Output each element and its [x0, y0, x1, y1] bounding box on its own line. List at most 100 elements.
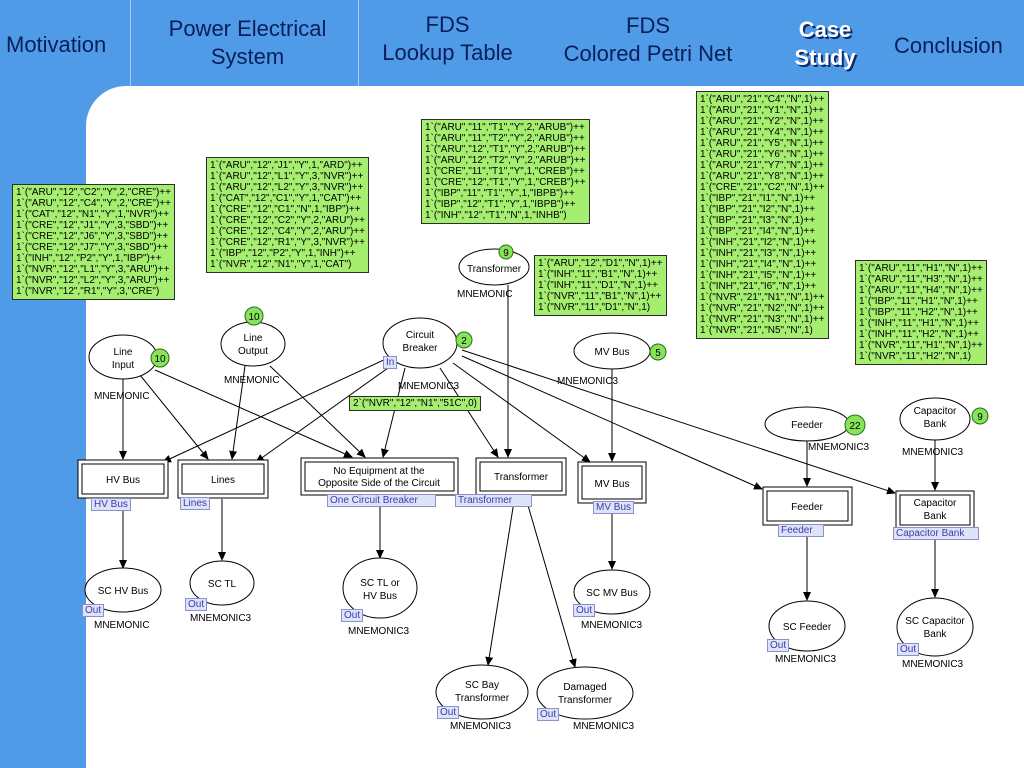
subpage-tag-mv-bus[interactable]: MV Bus: [593, 501, 635, 514]
top-navigation: Motivation Power Electrical System FDS L…: [0, 0, 1024, 88]
place-sc-capacitor-bank[interactable]: [896, 597, 974, 657]
port-tag-out: Out: [82, 604, 105, 617]
place-label: SC TL: [208, 579, 237, 590]
token-badge: [150, 348, 170, 368]
nav-fds-colored-petri-net[interactable]: FDS Colored Petri Net: [548, 12, 748, 68]
transition-transformer-inner: [479, 461, 563, 492]
place-sc-tl[interactable]: [189, 560, 255, 606]
place-sc-hv-bus[interactable]: [84, 567, 162, 613]
mnemonic-label: MNEMONIC: [94, 620, 150, 631]
nav-label-line2: Lookup Table: [382, 40, 513, 65]
token-count: 2: [461, 336, 467, 347]
nav-label-line2: Study: [794, 45, 856, 70]
port-tag-in: In: [383, 356, 398, 369]
nav-conclusion[interactable]: Conclusion: [894, 33, 1003, 58]
transition-label: Capacitor: [914, 498, 957, 509]
nav-motivation[interactable]: Motivation: [6, 32, 107, 57]
transition-lines-inner: [181, 463, 265, 495]
mv-bus-marking: 1`("ARU","12","D1","N",1)++ 1`("INH","11…: [534, 255, 667, 316]
place-transformer[interactable]: [458, 248, 530, 286]
token-badge: [498, 244, 514, 260]
place-label: Circuit: [406, 330, 435, 341]
place-sc-tl-hv-bus[interactable]: [342, 557, 418, 619]
port-tag-out: Out: [897, 643, 920, 656]
arc-inscription: 2`("NVR","12","N1","51C",0): [349, 396, 481, 411]
arc: [229, 365, 246, 460]
mnemonic-label: MNEMONIC3: [398, 381, 460, 392]
place-capacitor-bank[interactable]: [899, 397, 971, 441]
subpage-tag-feeder[interactable]: Feeder: [778, 524, 824, 537]
token-badge: [844, 414, 866, 436]
port-tag-out: Out: [767, 639, 790, 652]
nav-case-study[interactable]: Case Study: [780, 16, 870, 72]
mnemonic-label: MNEMONIC: [224, 375, 280, 386]
transition-label: MV Bus: [594, 479, 629, 490]
subpage-tag-hv-bus[interactable]: HV Bus: [91, 498, 131, 511]
mnemonic-label: MNEMONIC3: [450, 721, 512, 732]
mnemonic-label: MNEMONIC3: [775, 654, 837, 665]
transition-capacitor-bank-inner: [899, 494, 971, 526]
mnemonic-label: MNEMONIC3: [581, 620, 643, 631]
subpage-tag-transformer[interactable]: Transformer: [455, 494, 532, 507]
place-label: SC Capacitor: [905, 616, 965, 627]
place-label: Line: [114, 347, 133, 358]
transition-label: No Equipment at the: [333, 466, 425, 477]
arc: [381, 367, 406, 458]
place-label: SC MV Bus: [586, 588, 638, 599]
place-label: SC Bay: [465, 680, 499, 691]
token-counts: 10 10 2 9 5 22 9: [154, 248, 983, 432]
arc: [139, 374, 209, 460]
feeder-marking: 1`("ARU","21","C4","N",1)++ 1`("ARU","21…: [696, 91, 829, 339]
subpage-tag-capacitor-bank[interactable]: Capacitor Bank: [893, 527, 979, 540]
transition-feeder-inner: [766, 490, 849, 522]
token-count: 22: [849, 421, 861, 432]
subpage-tag-lines[interactable]: Lines: [180, 497, 210, 510]
nav-divider: [358, 0, 359, 86]
nav-label-line2: Colored Petri Net: [563, 41, 733, 66]
nav-divider: [130, 0, 131, 86]
nav-fds-lookup-table[interactable]: FDS Lookup Table: [370, 11, 525, 67]
line-input-marking: 1`("ARU","12","C2","Y",2,"CRE")++ 1`("AR…: [12, 184, 175, 300]
transition-shapes: [77, 457, 975, 530]
nav-power-electrical-system[interactable]: Power Electrical System: [155, 15, 340, 71]
place-sc-feeder[interactable]: [768, 600, 846, 652]
mnemonic-label: MNEMONIC3: [190, 613, 252, 624]
place-damaged-transformer[interactable]: [536, 666, 634, 720]
arc: [269, 365, 366, 458]
place-label: Output: [238, 346, 268, 357]
port-tag-out: Out: [185, 598, 208, 611]
port-tag-out: Out: [537, 708, 560, 721]
transition-mv-bus-inner: [581, 465, 643, 500]
place-line-output[interactable]: [220, 321, 286, 367]
place-sc-bay-transformer[interactable]: [435, 664, 529, 720]
place-label: Damaged: [563, 682, 606, 693]
place-label: HV Bus: [363, 591, 397, 602]
port-tag-out: Out: [573, 604, 596, 617]
transition-label: Feeder: [791, 502, 823, 513]
token-circles: [150, 244, 989, 436]
token-count: 9: [503, 248, 509, 259]
transition-no-equipment-inner: [304, 461, 455, 492]
mnemonic-label: MNEMONIC3: [808, 442, 870, 453]
token-count: 9: [977, 412, 983, 423]
nav-label-line2: System: [210, 44, 285, 69]
arc: [461, 349, 896, 495]
place-label: Capacitor: [914, 406, 957, 417]
arc: [485, 494, 516, 666]
arc: [524, 494, 577, 668]
transition-label: Opposite Side of the Circuit: [318, 478, 440, 489]
token-badge: [649, 343, 667, 361]
place-label: SC Feeder: [783, 622, 832, 633]
transformer-marking: 1`("ARU","11","T1","Y",2,"ARUB")++ 1`("A…: [421, 119, 590, 224]
place-sc-mv-bus[interactable]: [573, 569, 651, 615]
mnemonic-label: MNEMONIC3: [557, 376, 619, 387]
nav-label-line1: Case: [798, 17, 852, 42]
place-label: Input: [112, 360, 134, 371]
transition-hv-bus-inner: [81, 463, 165, 495]
subpage-tag-one-circuit-breaker[interactable]: One Circuit Breaker: [327, 494, 436, 507]
line-output-marking: 1`("ARU","12","J1","Y",1,"ARD")++ 1`("AR…: [206, 157, 369, 273]
mnemonic-label: MNEMONIC3: [348, 626, 410, 637]
arc: [162, 357, 389, 463]
nav-label-line1: FDS: [425, 12, 470, 37]
place-label: MV Bus: [594, 347, 629, 358]
